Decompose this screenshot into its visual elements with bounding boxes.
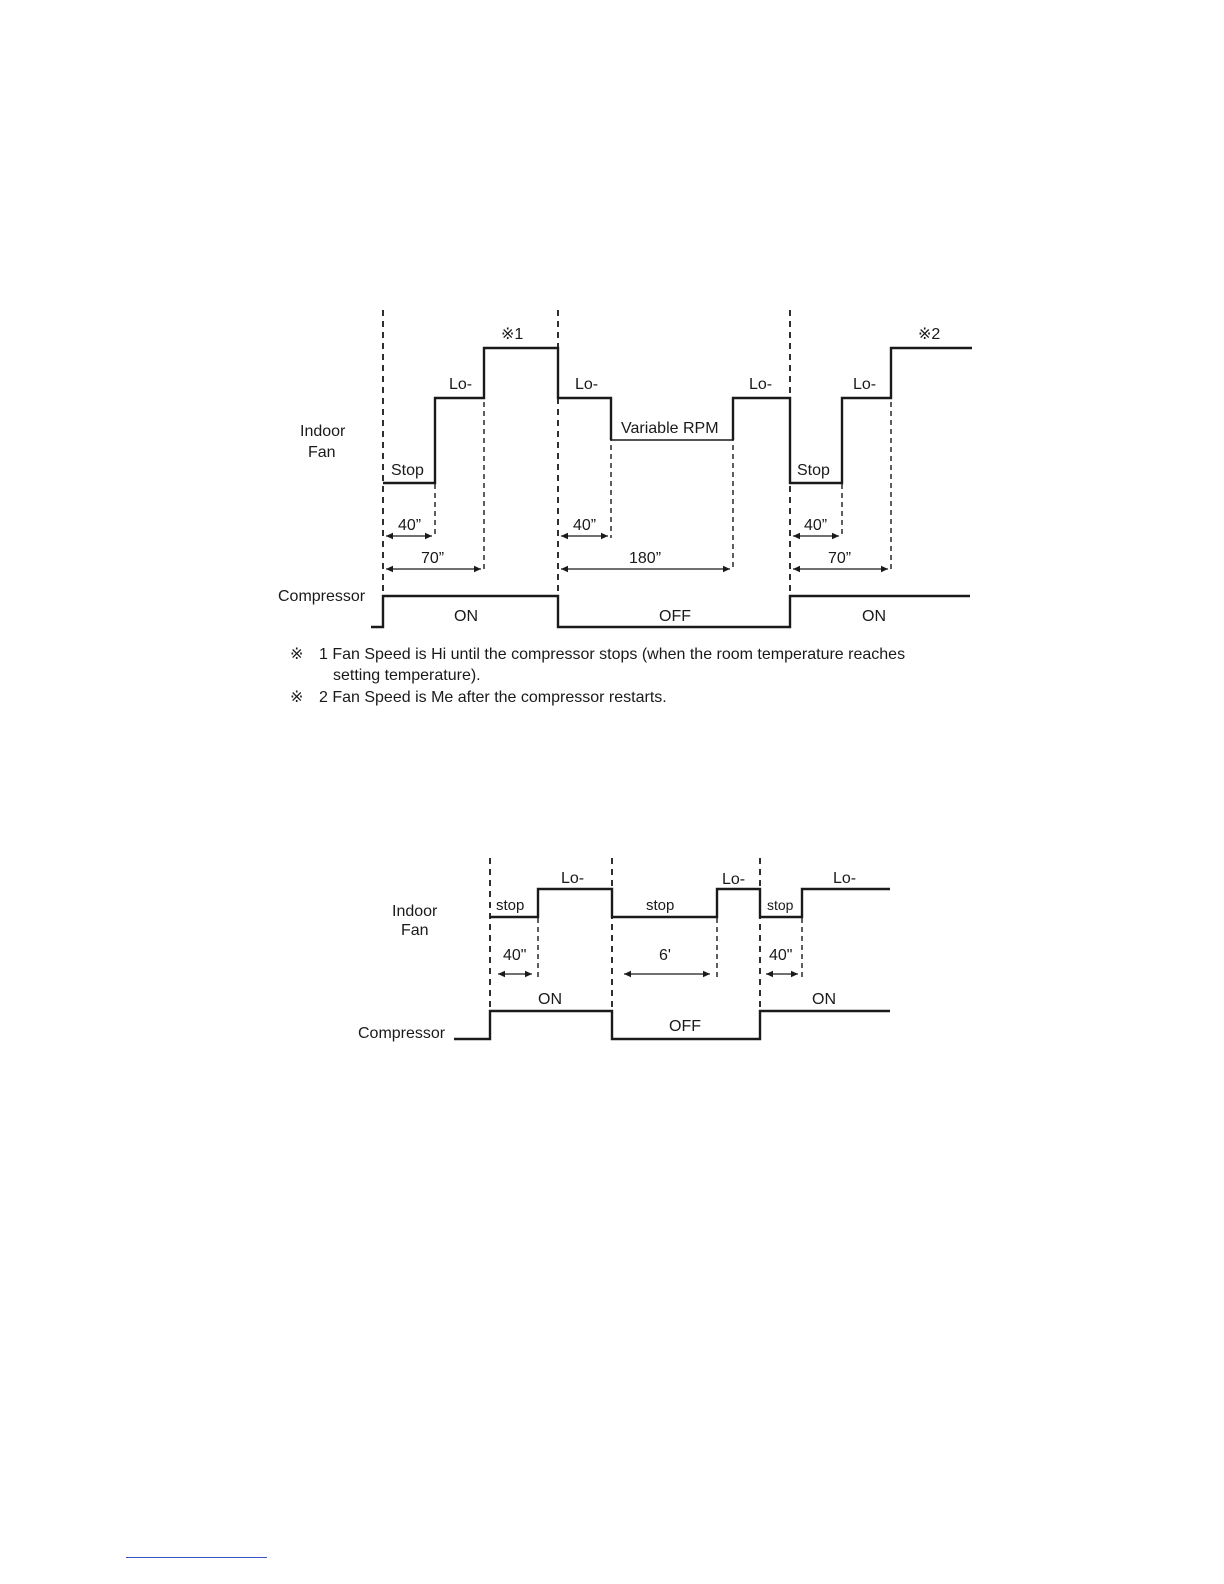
note-mark-2: ※2 [918,326,940,343]
label-lo-4: Lo- [853,376,876,393]
compressor-label: Compressor [278,588,366,605]
note-mark-1: ※1 [501,326,523,343]
compressor-signal [371,594,970,629]
label-stop-1: Stop [391,462,424,479]
label-d2-40s-2: 40" [769,947,792,964]
label-off: OFF [659,608,691,625]
label-on-2: ON [862,608,886,625]
label-d2-on-1: ON [538,991,562,1008]
footer-rule [126,1557,267,1558]
label-lo-2: Lo- [575,376,598,393]
label-d2-stop-2: stop [646,897,674,914]
label-d2-stop-3: stop [767,897,794,913]
label-d2-40s-1: 40" [503,947,526,964]
label-40s-1: 40” [398,517,421,534]
indoor-fan-signal-a [383,346,613,485]
label-on-1: ON [454,608,478,625]
label-variable-rpm: Variable RPM [621,420,719,437]
label-d2-stop-1: stop [496,897,524,914]
compressor-label-d2: Compressor [358,1025,446,1042]
label-d2-lo-3: Lo- [833,870,856,887]
note-1-line-1: 1 Fan Speed is Hi until the compressor s… [319,646,905,663]
note-2-line-1: 2 Fan Speed is Me after the compressor r… [319,689,667,706]
label-stop-2: Stop [797,462,830,479]
indoor-fan-signal-b [731,346,972,485]
label-lo-3: Lo- [749,376,772,393]
note-1-symbol: ※ [290,646,303,663]
label-d2-lo-2: Lo- [722,871,745,888]
label-d2-on-2: ON [812,991,836,1008]
indoor-fan-label-line2: Fan [308,444,336,461]
note-1-line-2: setting temperature). [333,667,481,684]
indoor-fan-label-line1: Indoor [300,423,346,440]
label-180s: 180” [629,550,661,567]
label-40s-2: 40” [573,517,596,534]
label-d2-lo-1: Lo- [561,870,584,887]
diagram-2: Indoor Fan Compressor stop Lo- stop Lo- … [358,858,890,1042]
label-lo-1: Lo- [449,376,472,393]
indoor-fan-signal-d2 [490,887,890,919]
label-70s-1: 70” [421,550,444,567]
label-70s-2: 70” [828,550,851,567]
diagram-1: Indoor Fan Compressor ※1 ※2 Stop Lo- Lo-… [278,310,972,706]
indoor-fan-label-d2-line1: Indoor [392,903,438,920]
compressor-signal-d2 [454,1009,890,1041]
indoor-fan-label-d2-line2: Fan [401,922,429,939]
label-d2-6m: 6' [659,947,671,964]
label-d2-off: OFF [669,1018,701,1035]
label-40s-3: 40” [804,517,827,534]
note-2-symbol: ※ [290,689,303,706]
